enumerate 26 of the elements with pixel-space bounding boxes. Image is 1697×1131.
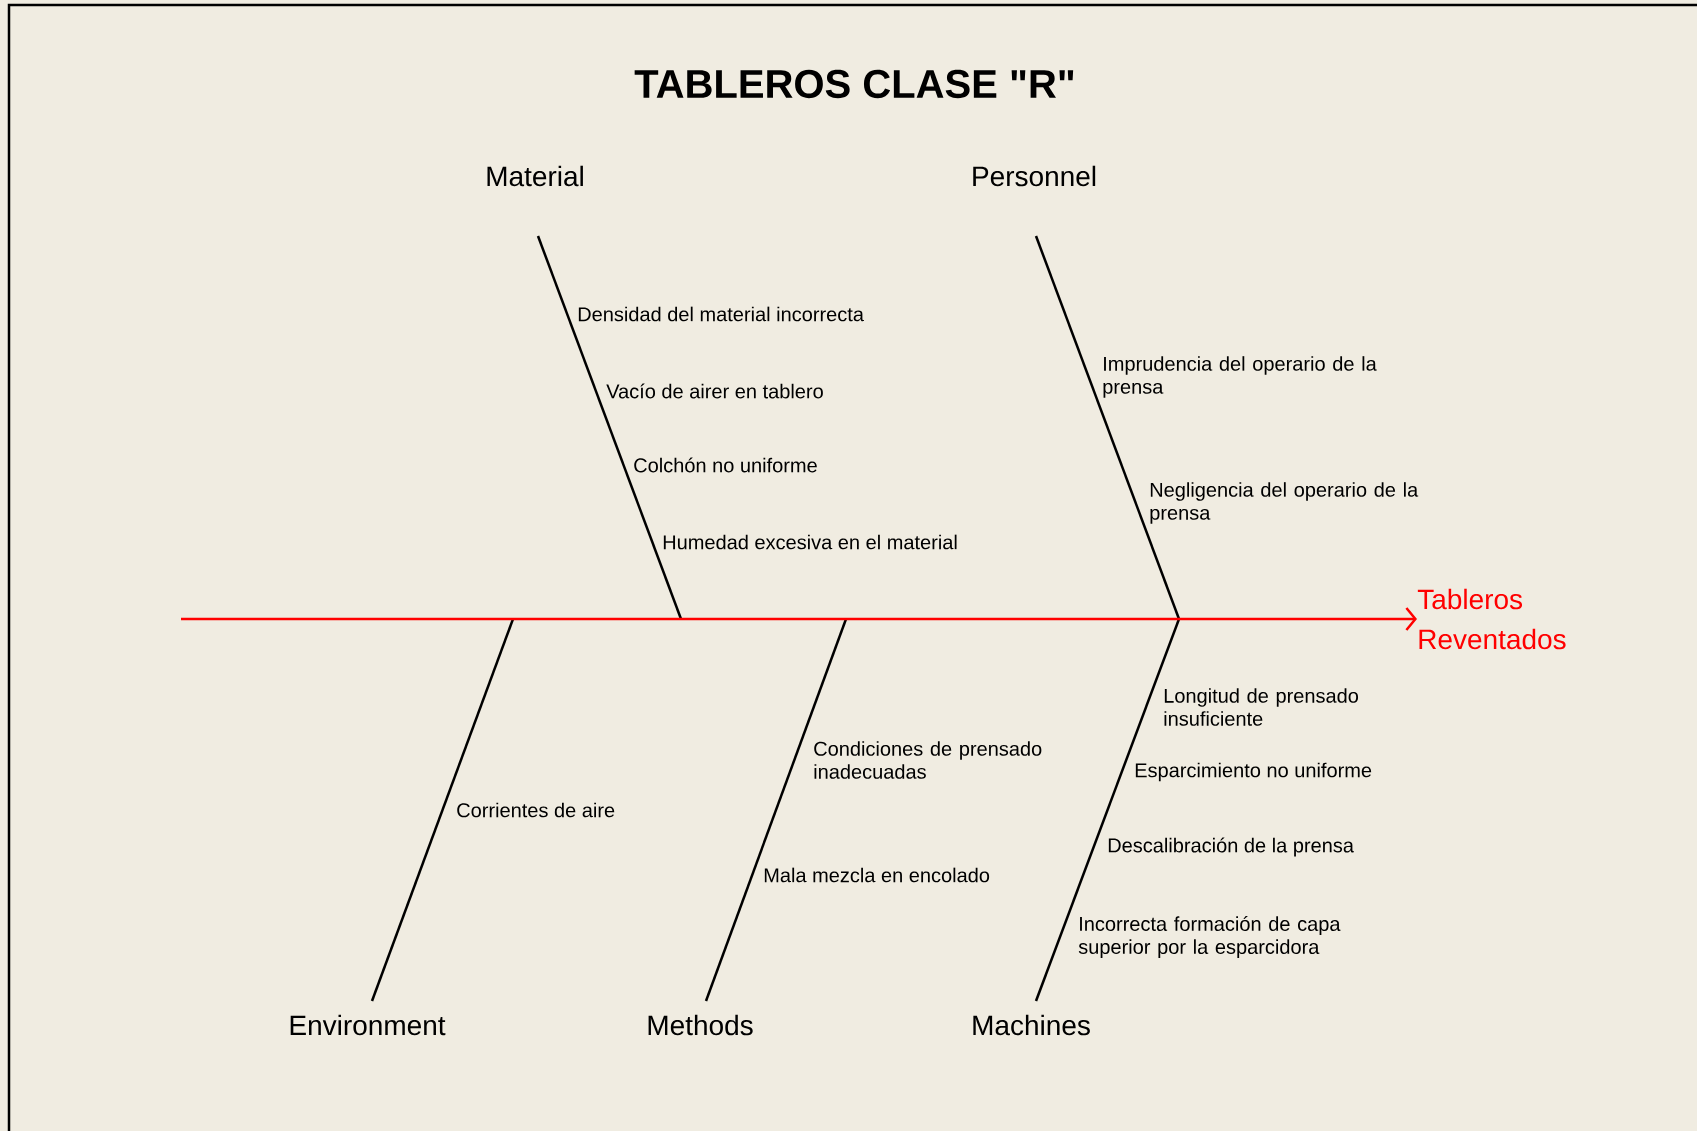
bone-line [536,235,683,620]
bone-line [704,618,848,1002]
effect-label: Tableros Reventados [1417,588,1566,650]
cause-label: Mala mezcla en encolado [764,867,990,883]
cause-label: Imprudencia del operario de la prensa [1103,356,1377,398]
cause-label: Esparcimiento no uniforme [1135,762,1372,782]
bone-line [1034,235,1181,620]
cause-label: Negligencia del operario de la prensa [1150,482,1419,524]
category-label: Machines [973,1014,1090,1036]
category-label: Environment [290,1014,446,1036]
bone-line [1034,618,1181,1002]
title: TABLEROS CLASE "R" [634,69,1074,99]
cause-label: Descalibración de la prensa [1108,837,1354,857]
category-label: Material [487,165,583,187]
cause-label: Longitud de prensado insuficiente [1164,688,1359,726]
cause-label: Corrientes de aire [457,802,615,818]
cause-label: Condiciones de prensado inadecuadas [814,741,1042,779]
bone-line [370,618,515,1002]
cause-label: Densidad del material incorrecta [578,306,864,322]
arrow [181,607,1417,631]
category-label: Methods [648,1014,753,1036]
cause-label: Vacío de airer en tablero [606,383,823,399]
cause-label: Incorrecta formación de capa superior por la esparcidora [1078,916,1341,958]
cause-label: Humedad excesiva en el material [663,534,957,550]
cause-label: Colchón no uniforme [634,457,817,473]
category-label: Personnel [973,165,1096,187]
